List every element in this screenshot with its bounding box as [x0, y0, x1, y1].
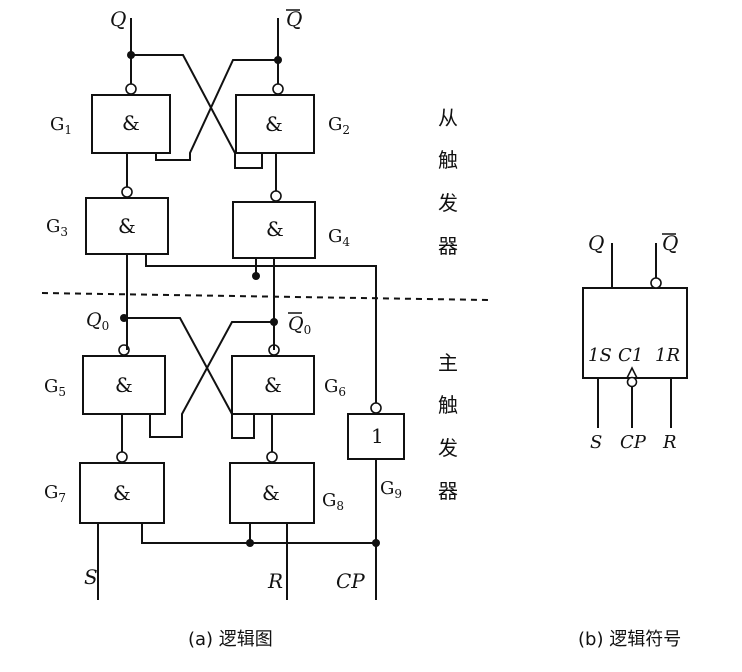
logic-diagram: & & & & & & & & 1: [41, 7, 489, 650]
g9-out-bubble: [370, 402, 382, 414]
symbol-out-q: Q: [588, 231, 604, 255]
input-r: R: [267, 569, 283, 593]
gate-g7-box: [79, 462, 165, 524]
g7-symbol: &: [113, 481, 131, 505]
symbol-out-qbar: Q: [662, 231, 678, 255]
input-cp: CP: [336, 569, 365, 593]
wire-cp-to-master: [141, 523, 376, 544]
gate-g6-box: [231, 355, 315, 415]
g8-symbol: &: [262, 481, 280, 505]
symbol-clock-triangle: [626, 366, 638, 379]
caption-a: (a) 逻辑图: [188, 629, 273, 650]
junction-q: [127, 51, 135, 59]
g9-symbol: 1: [371, 424, 384, 448]
master-label-3: 发: [438, 436, 458, 460]
wire-qbar-to-g1: [155, 59, 278, 161]
junction-q0bar: [270, 318, 278, 326]
label-g8: G8: [322, 490, 344, 513]
symbol-in-r: R: [662, 432, 677, 453]
slave-label-3: 发: [438, 191, 458, 215]
junction-clk-slave: [252, 272, 260, 280]
input-s: S: [84, 565, 98, 589]
master-slave-divider: [41, 292, 489, 301]
g6-symbol: &: [264, 373, 282, 397]
label-g4: G4: [328, 226, 350, 249]
symbol-qbar-bubble: [650, 277, 662, 289]
symbol-box: [582, 287, 688, 379]
symbol-pin-c1: C1: [618, 345, 643, 366]
g2-in-bubble: [270, 190, 282, 202]
label-g3: G3: [46, 216, 68, 239]
symbol-in-cp: CP: [620, 432, 647, 453]
signal-q0: Q0: [86, 309, 109, 333]
symbol-pin-1s: 1S: [588, 345, 612, 366]
g7-out-bubble: [116, 451, 128, 463]
g1-symbol: &: [122, 111, 140, 135]
symbol-cp-bubble: [626, 376, 638, 388]
g2-out-bubble: [272, 83, 284, 95]
label-g5: G5: [44, 376, 66, 399]
signal-q: Q: [110, 7, 126, 31]
g8-out-bubble: [266, 451, 278, 463]
junction-qbar: [274, 56, 282, 64]
gate-g4-box: [232, 201, 316, 259]
gate-g2-box: [235, 94, 315, 154]
master-label-2: 触: [438, 393, 458, 417]
g1-in-bubble: [121, 186, 133, 198]
label-g6: G6: [324, 376, 346, 399]
signal-q0bar: Q0: [288, 313, 311, 337]
master-label-4: 器: [438, 479, 458, 503]
symbol-in-s: S: [590, 432, 602, 453]
label-g1: G1: [50, 114, 72, 137]
slave-label-2: 触: [438, 148, 458, 172]
g2-symbol: &: [265, 112, 283, 136]
g1-out-bubble: [125, 83, 137, 95]
junction-cp-g8: [246, 539, 254, 547]
wire-q-to-g2: [131, 54, 263, 169]
g3-symbol: &: [118, 214, 136, 238]
junction-q0: [120, 314, 128, 322]
signal-qbar: Q: [286, 7, 302, 31]
wire-clk-slave: [145, 254, 377, 403]
label-g9: G9: [380, 478, 402, 501]
gate-g8-box: [229, 462, 315, 524]
caption-b: (b) 逻辑符号: [578, 629, 681, 650]
wire-q0bar-to-g5: [149, 321, 274, 438]
wire-q0-to-g6: [124, 317, 255, 439]
g5-symbol: &: [115, 373, 133, 397]
label-g2: G2: [328, 114, 350, 137]
g4-symbol: &: [266, 217, 284, 241]
label-g7: G7: [44, 482, 66, 505]
gate-g1-box: [91, 94, 171, 154]
master-label-1: 主: [438, 351, 458, 375]
slave-label-4: 器: [438, 234, 458, 258]
gate-g5-box: [82, 355, 166, 415]
junction-cp: [372, 539, 380, 547]
logic-symbol: Q Q 1S C1 1R S CP R (b) 逻辑符号: [578, 231, 688, 650]
symbol-pin-1r: 1R: [655, 345, 680, 366]
slave-label-1: 从: [438, 106, 458, 130]
